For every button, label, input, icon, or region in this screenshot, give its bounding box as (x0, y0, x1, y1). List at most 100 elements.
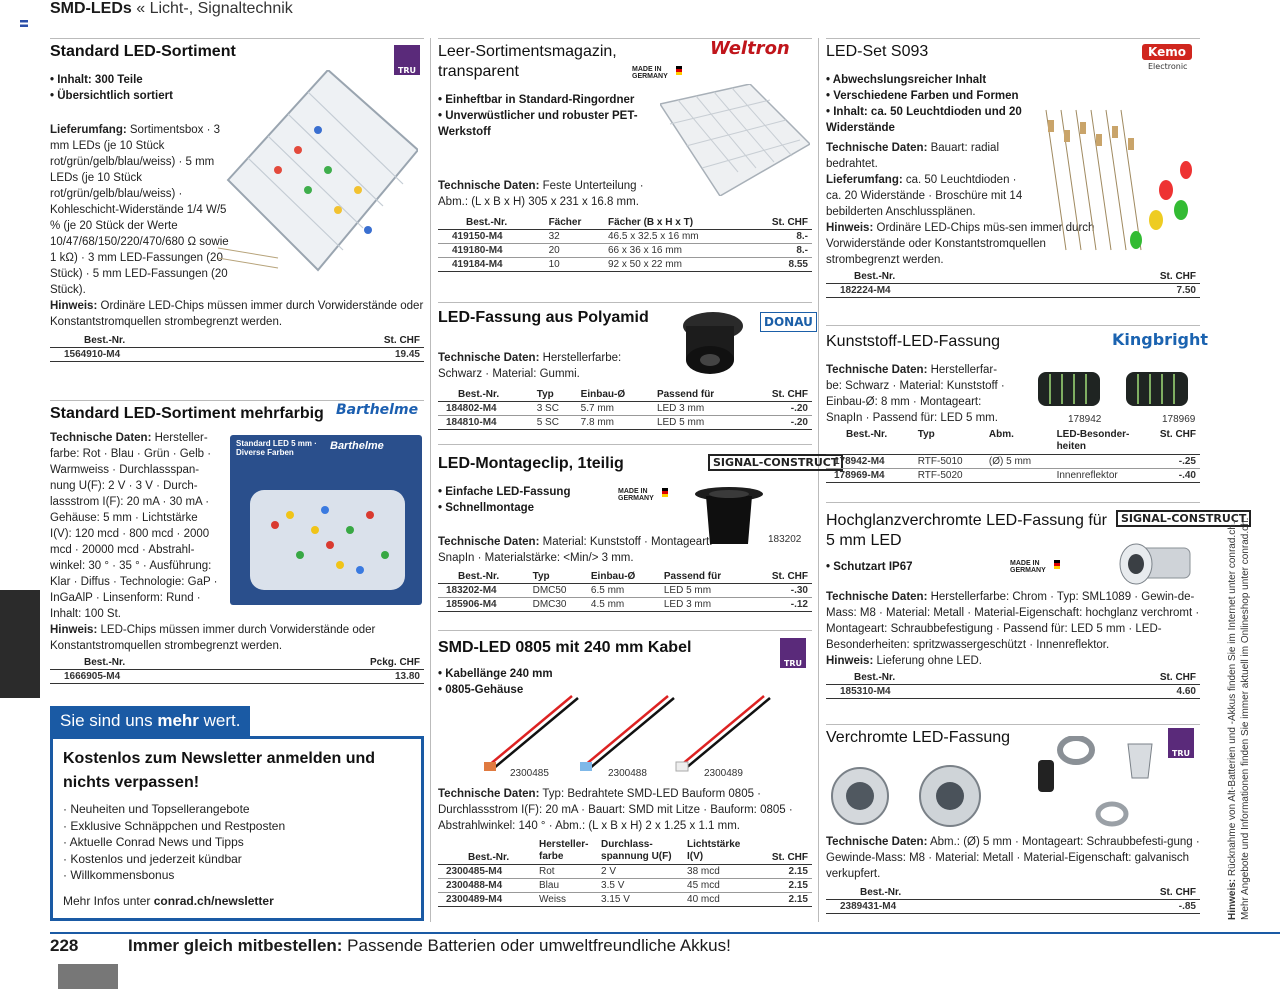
order-table: Best.-Nr. Typ Abm. LED-Besonder-heiten S… (826, 428, 1200, 483)
product-title: SMD-LED 0805 mit 240 mm Kabel (438, 639, 692, 656)
section-divider (438, 630, 812, 631)
cell: RTF-5010 (913, 454, 985, 469)
product-title: LED-Montageclip, 1teilig (438, 455, 624, 472)
flag-icon (20, 20, 28, 27)
cell: 40 mcd (683, 892, 756, 907)
section-divider (50, 400, 424, 401)
product-title: Standard LED-Sortiment (50, 43, 236, 60)
order-table: Best.-Nr. Fächer Fächer (B x H x T) St. … (438, 216, 812, 272)
side-note-line: Rücknahme von Alt-Batterien und -Akkus f… (1227, 521, 1238, 877)
order-number: 2300485-M4 (438, 864, 536, 879)
cell: DMC50 (528, 583, 587, 598)
note-label: Hinweis: (50, 624, 98, 636)
tech-label: Technische Daten: (826, 364, 928, 376)
section-divider (826, 724, 1200, 725)
col-header: LED-Besonder-heiten (1052, 428, 1141, 455)
promo-tag-bold: mehr (157, 711, 199, 730)
scope-text: Lieferumfang: ca. 50 Leuchtdioden · ca. … (826, 172, 1031, 220)
feature-list: Abwechslungsreicher Inhalt Verschiedene … (826, 72, 1041, 136)
cell: Blau (535, 878, 598, 893)
order-table: Best.-Nr.St. CHF 2389431-M4-.85 (826, 886, 1200, 914)
cell (984, 468, 1053, 483)
section-divider (438, 38, 812, 39)
tech-value: Hersteller-farbe: Rot · Blau · Grün · Ge… (50, 432, 218, 620)
kemo-logo-sub: Electronic (1148, 62, 1188, 71)
col-header: Best.-Nr. (438, 216, 545, 230)
column-divider (430, 38, 431, 922)
mounting-clip-image (694, 486, 764, 548)
tech-data-text: Technische Daten: Material: Kunststoff ·… (438, 534, 738, 566)
promo-box[interactable]: Kostenlos zum Newsletter anmelden und ni… (50, 736, 424, 921)
col-header: St. CHF (290, 334, 424, 348)
empty-magazine-image (658, 83, 812, 198)
order-number: 1564910-M4 (50, 347, 291, 362)
donau-logo: DONAU (760, 312, 817, 332)
made-in-text: MADE IN GERMANY (1010, 560, 1046, 574)
side-note-label: Hinweis: (1227, 878, 1238, 920)
feature-item: 0805-Gehäuse (438, 682, 618, 698)
cell: LED 3 mm (652, 401, 748, 416)
order-number: 2300488-M4 (438, 878, 536, 893)
cell: 46.5 x 32.5 x 16 mm (604, 229, 748, 244)
page-number: 228 (50, 936, 79, 955)
smd-led-cables-image (480, 688, 780, 780)
price: -.25 (1140, 454, 1200, 469)
promo-foot-text: Mehr Infos unter (63, 893, 154, 908)
cell: 6.5 mm (586, 583, 660, 598)
col-header: Best.-Nr. (438, 388, 533, 402)
cell: 38 mcd (683, 864, 756, 879)
col-header: Lichtstärke I(V) (683, 838, 756, 865)
product-led-sortiment-mehrfarbig: Standard LED-Sortiment mehrfarbig Techni… (50, 404, 424, 684)
cell: DMC30 (528, 597, 587, 612)
price: 8.- (747, 229, 812, 244)
tech-value: Feste Unterteilung · Abm.: (L x B x H) 3… (438, 180, 644, 208)
tech-data-text: Technische Daten: Bauart: radial bedraht… (826, 140, 1031, 172)
note-text: Hinweis: Lieferung ohne LED. (826, 653, 1200, 669)
feature-list: Kabellänge 240 mm 0805-Gehäuse (438, 666, 618, 698)
tech-label: Technische Daten: (438, 536, 540, 548)
cell (1052, 454, 1141, 469)
article-number-label: 2300489 (704, 768, 743, 779)
product-title: Kunststoff-LED-Fassung (826, 333, 1001, 350)
side-note: Hinweis: Rücknahme von Alt-Batterien und… (1226, 480, 1256, 920)
table-row[interactable]: 2389431-M4-.85 (826, 899, 1200, 914)
feature-list: Einfache LED-Fassung Schnellmontage (438, 484, 618, 516)
cell: 5.7 mm (576, 401, 653, 416)
logo-text: TRU (397, 66, 417, 75)
page-header: SMD-LEDs « Licht-, Signaltechnik (50, 0, 293, 18)
benefit-item: Kostenlos und jederzeit kündbar (63, 851, 411, 868)
side-note-line: Mehr Angebote und Informationen finden S… (1240, 517, 1251, 920)
cell: (Ø) 5 mm (984, 454, 1053, 469)
order-number: 184802-M4 (438, 401, 533, 416)
article-number-label: 178969 (1162, 414, 1196, 425)
kingbright-logo: Kingbright (1112, 330, 1209, 349)
price: 13.80 (265, 669, 424, 684)
newsletter-link[interactable]: conrad.ch/newsletter (153, 893, 274, 908)
tru-components-logo: TRU (1168, 728, 1194, 758)
order-number: 178969-M4 (826, 468, 914, 483)
price: 2.15 (755, 864, 812, 879)
feature-item: Abwechslungsreicher Inhalt (826, 72, 1041, 88)
cell: 10 (544, 257, 604, 272)
order-table: Best.-Nr. Typ Einbau-Ø Passend für St. C… (438, 570, 812, 612)
signal-construct-logo: SIGNAL-CONSTRUCT (708, 454, 844, 471)
col-header: St. CHF (747, 388, 812, 402)
